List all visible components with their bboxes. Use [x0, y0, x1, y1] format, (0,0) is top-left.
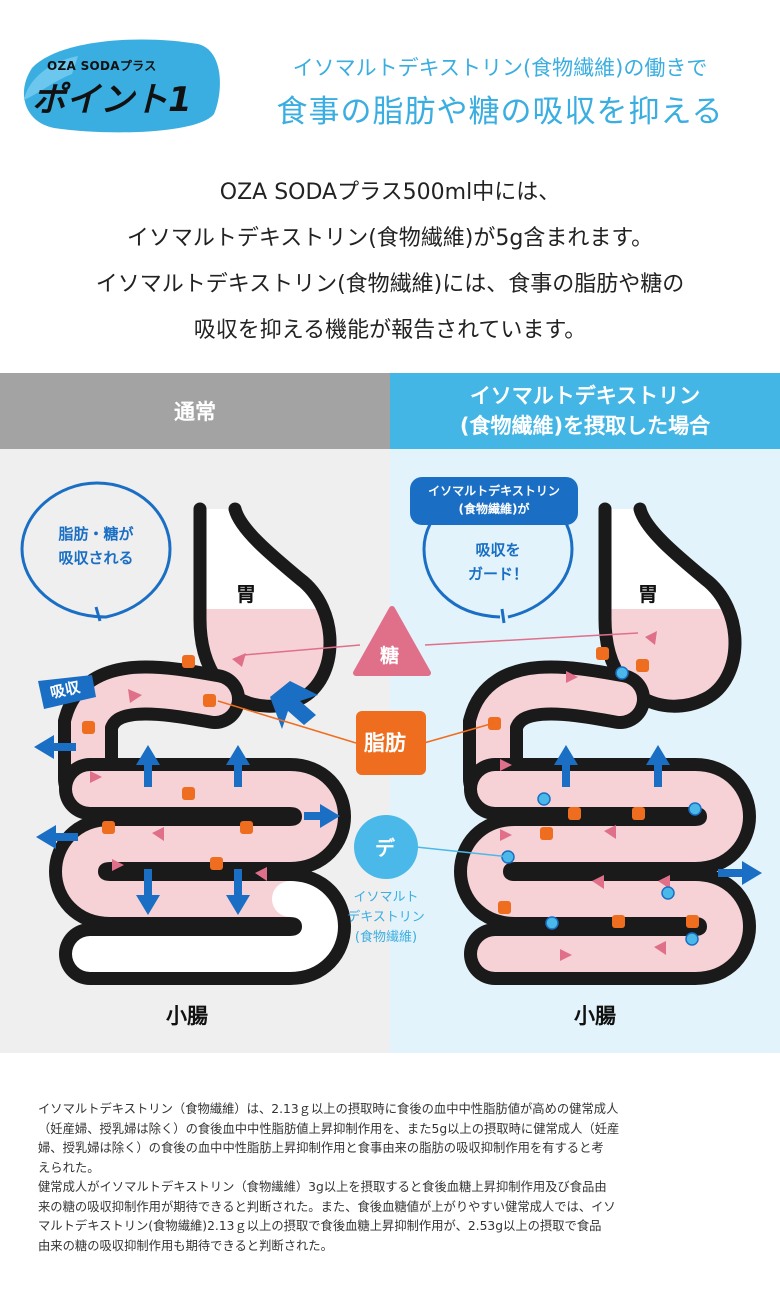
legend-fiber-line: デキストリン [347, 910, 425, 925]
bubble-fiber-line: ガード！ [467, 565, 528, 583]
gut-normal [49, 502, 351, 985]
arrows-reduced [554, 745, 762, 885]
fiber-guard-tag [410, 477, 578, 525]
badge-point-title: ポイント1 [32, 80, 192, 120]
legend-fat-label: 脂肪 [364, 731, 406, 755]
panel-header-fiber-line: (食物繊維)を摂取した場合 [459, 414, 711, 438]
bubble-normal-text: 脂肪・糖が 吸収される [46, 522, 146, 570]
footnote-line: 婦、授乳婦は除く）の食後の血中中性脂肪上昇抑制作用と食事由来の脂肪の吸収抑制作用… [38, 1141, 604, 1155]
legend-fiber-symbol: デ [375, 836, 395, 860]
intro-line: イソマルトデキストリン(食物繊維)が5g含まれます。 [126, 226, 654, 251]
intestine-label-fiber: 小腸 [574, 1004, 616, 1028]
footnote-line: マルトデキストリン(食物繊維)2.13ｇ以上の摂取で食後血糖上昇抑制作用が、2.… [38, 1219, 602, 1233]
fiber-tag-line: イソマルトデキストリン [428, 484, 560, 498]
arrows-absorb [34, 675, 340, 915]
legend-shapes [353, 606, 431, 879]
legend-fiber-line: イソマルト [353, 890, 419, 905]
header-title: 食事の脂肪や糖の吸収を抑える [276, 94, 724, 130]
legend-fiber-line: (食物繊維) [354, 930, 418, 945]
intro-line: イソマルトデキストリン(食物繊維)には、食事の脂肪や糖の [95, 272, 685, 297]
footnote-line: （妊産婦、授乳婦は除く）の食後血中中性脂肪値上昇抑制作用を、また5g以上の摂取時… [38, 1121, 620, 1136]
footnote-line: えられた。 [38, 1160, 100, 1175]
point-badge-brush [23, 39, 220, 133]
bubble-normal-line: 吸収される [58, 549, 134, 567]
badge-brand: OZA SODAプラス [47, 59, 157, 73]
panel-header-normal: 通常 [0, 373, 390, 449]
stomach-label-normal: 胃 [236, 582, 256, 606]
legend-lines [217, 632, 639, 858]
footnote-line: 来の糖の吸収抑制作用が期待できると判断された。また、食後血糖値が上がりやすい健常… [38, 1199, 616, 1214]
intestine-label-normal: 小腸 [166, 1004, 208, 1028]
panel-header-fiber: イソマルトデキストリン (食物繊維)を摂取した場合 [390, 373, 780, 449]
header-subtitle: イソマルトデキストリン(食物繊維)の働きで [292, 56, 708, 80]
footnote-line: イソマルトデキストリン（食物繊維）は、2.13ｇ以上の摂取時に食後の血中中性脂肪… [38, 1102, 619, 1116]
intro-line: OZA SODAプラス500ml中には、 [219, 180, 561, 205]
footnote-line: 由来の糖の吸収抑制作用も期待できると判断された。 [38, 1238, 333, 1253]
intro-line: 吸収を抑える機能が報告されています。 [193, 318, 587, 343]
legend-sugar-label: 糖 [380, 645, 400, 667]
footnote: イソマルトデキストリン（食物繊維）は、2.13ｇ以上の摂取時に食後の血中中性脂肪… [38, 1100, 748, 1256]
particles-normal [82, 653, 267, 881]
digestion-diagram [20, 477, 762, 985]
fiber-tag-text: イソマルトデキストリン (食物繊維)が [410, 482, 578, 518]
bubble-fiber-text: 吸収を ガード！ [448, 538, 548, 586]
bubble-normal [20, 481, 172, 622]
bubble-normal-line: 脂肪・糖が [58, 525, 134, 543]
legend-fiber-text: イソマルト デキストリン (食物繊維) [336, 888, 436, 948]
bubble-fiber-line: 吸収を [475, 541, 521, 559]
panel-header-fiber-line: イソマルトデキストリン [469, 384, 701, 408]
footnote-line: 健常成人がイソマルトデキストリン（食物繊維）3g以上を摂取すると食後血糖上昇抑制… [38, 1180, 607, 1194]
stomach-label-fiber: 胃 [638, 582, 658, 606]
intro-text: OZA SODAプラス500ml中には、 イソマルトデキストリン(食物繊維)が5… [0, 170, 780, 354]
fiber-tag-line: (食物繊維)が [458, 502, 530, 516]
